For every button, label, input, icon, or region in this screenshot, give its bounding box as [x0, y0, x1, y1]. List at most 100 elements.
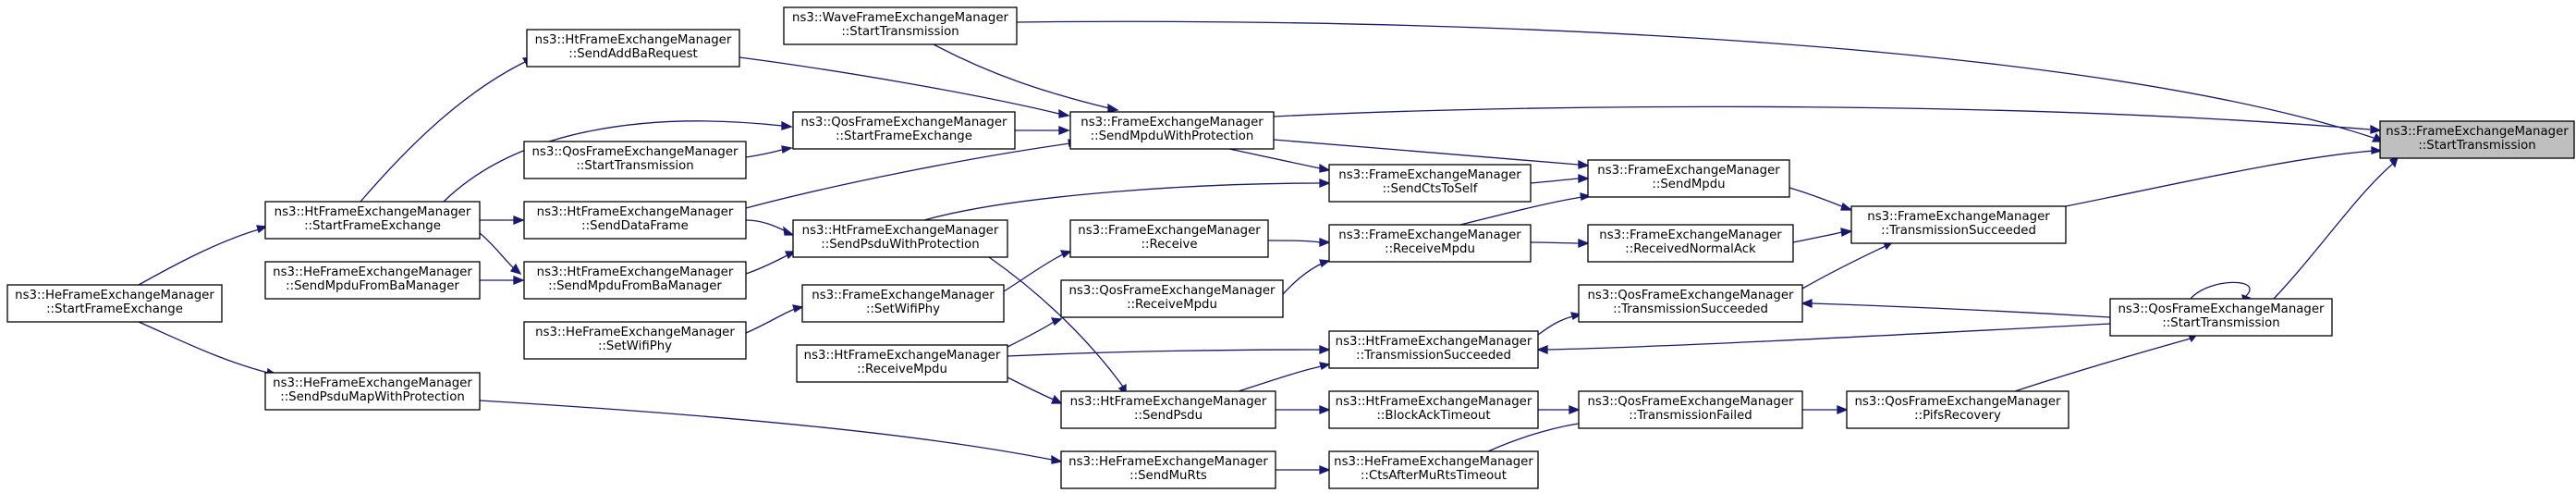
node-qos-sfe[interactable]: ns3::QosFrameExchangeManager::StartFrame…: [792, 111, 1016, 150]
node-method-label: ::ReceiveMpdu: [857, 363, 947, 376]
node-fem-ts[interactable]: ns3::FrameExchangeManager::TransmissionS…: [1850, 205, 2067, 244]
node-he-sfe[interactable]: ns3::HeFrameExchangeManager::StartFrameE…: [6, 284, 223, 323]
node-box: [526, 29, 740, 68]
node-qos-start-r[interactable]: ns3::QosFrameExchangeManager::StartTrans…: [2109, 298, 2333, 337]
node-box: [792, 219, 1008, 258]
node-method-label: ::StartFrameExchange: [836, 129, 972, 143]
edge-htsfe-htsendmpduba-arrowhead: [509, 263, 522, 276]
edge-hesendmurts-hectsmurts-arrowhead: [1319, 465, 1331, 475]
node-he-sendmpduba[interactable]: ns3::HeFrameExchangeManager::SendMpduFro…: [264, 261, 481, 300]
node-class-label: ns3::WaveFrameExchangeManager: [792, 11, 1008, 25]
edge-smwp-femsendmpdu-line: [1273, 139, 1580, 166]
node-he-psdumap[interactable]: ns3::HeFrameExchangeManager::SendPsduMap…: [264, 372, 481, 411]
node-qos-pifs[interactable]: ns3::QosFrameExchangeManager::PifsRecove…: [1846, 390, 2069, 429]
node-fem-recvack[interactable]: ns3::FrameExchangeManager::ReceivedNorma…: [1587, 224, 1794, 263]
node-ht-blockack[interactable]: ns3::HtFrameExchangeManager::BlockAckTim…: [1328, 390, 1539, 429]
node-method-label: ::SendMpduFromBaManager: [548, 279, 722, 293]
edge-wave-smwp-arrowhead: [1107, 103, 1119, 113]
node-he-ctsmurts[interactable]: ns3::HeFrameExchangeManager::CtsAfterMuR…: [1328, 450, 1539, 489]
node-box: [523, 141, 747, 179]
node-ht-sfe[interactable]: ns3::HtFrameExchangeManager::StartFrameE…: [264, 201, 481, 240]
edge-femsendcts-femsendmpdu: [1530, 174, 1590, 184]
edge-qostf-qospifs: [1802, 405, 1849, 414]
edge-htsendpsdu-htts-line: [1238, 365, 1323, 392]
node-box: [523, 201, 747, 240]
node-ht-sendpsduwp[interactable]: ns3::HtFrameExchangeManager::SendPsduWit…: [792, 219, 1008, 258]
edge-addba-smwp-line: [739, 56, 1060, 115]
node-method-label: ::SendDataFrame: [581, 219, 689, 233]
node-fem-setwifiphy[interactable]: ns3::FrameExchangeManager::SetWifiPhy: [801, 284, 1005, 323]
node-method-label: ::StartTransmission: [841, 25, 958, 39]
node-fem-smwp[interactable]: ns3::FrameExchangeManager::SendMpduWithP…: [1069, 111, 1275, 150]
node-method-label: ::StartFrameExchange: [46, 302, 183, 316]
edge-wave-smwp: [933, 43, 1119, 113]
edge-femrecvmpdu-femsendmpdu: [1459, 192, 1592, 226]
edge-qosrecvmpdu-femrecvmpdu-arrowhead: [1319, 259, 1331, 268]
edge-htrecvmpdu-qosrecvmpdu-line: [1007, 321, 1055, 348]
node-class-label: ns3::HeFrameExchangeManager: [15, 289, 214, 302]
node-ht-recvmpdu[interactable]: ns3::HtFrameExchangeManager::ReceiveMpdu: [796, 344, 1008, 383]
edge-hesfe-htsfe: [138, 225, 268, 286]
node-he-sendmurts[interactable]: ns3::HeFrameExchangeManager::SendMuRts: [1060, 450, 1276, 489]
node-qos-tf[interactable]: ns3::QosFrameExchangeManager::Transmissi…: [1578, 390, 1803, 429]
node-method-label: ::PifsRecovery: [1914, 409, 2001, 423]
node-qos-start-l[interactable]: ns3::QosFrameExchangeManager::StartTrans…: [523, 141, 747, 179]
node-target[interactable]: ns3::FrameExchangeManager::StartTransmis…: [2379, 120, 2575, 159]
edge-hesfe-hepsdumap: [138, 321, 278, 377]
edge-qosstartr-htts-arrowhead: [1536, 345, 1548, 354]
node-method-label: ::SendAddBaRequest: [568, 47, 697, 61]
call-nodes: ns3::FrameExchangeManager::StartTransmis…: [6, 6, 2575, 489]
edge-hepsdumap-hesendmurts-line: [479, 400, 1053, 461]
edge-htsfe-qossfe-arrowhead: [781, 120, 793, 130]
edge-htblockack-qostf: [1538, 405, 1581, 414]
node-method-label: ::StartTransmission: [2162, 316, 2279, 330]
node-fem-recvmpdu[interactable]: ns3::FrameExchangeManager::ReceiveMpdu: [1328, 224, 1532, 263]
edge-qosstartr-htts: [1536, 323, 2111, 354]
node-method-label: ::SendPsdu: [1134, 409, 1203, 423]
edge-femsetwifiphy-femreceive: [1003, 250, 1072, 292]
node-wave-start[interactable]: ns3::WaveFrameExchangeManager::StartTran…: [783, 6, 1018, 45]
edge-femrecvmpdu-femrecvack: [1530, 239, 1590, 248]
node-box: [1069, 219, 1269, 258]
node-class-label: ns3::QosFrameExchangeManager: [2118, 302, 2326, 316]
node-qos-ts[interactable]: ns3::QosFrameExchangeManager::Transmissi…: [1578, 284, 1803, 323]
edge-htrecvmpdu-qosrecvmpdu: [1007, 317, 1063, 348]
node-ht-sendpsdu[interactable]: ns3::HtFrameExchangeManager::SendPsdu: [1060, 390, 1276, 429]
edge-femsendmpdu-femts-arrowhead: [1840, 202, 1853, 211]
edge-femsendmpdu-femts: [1789, 187, 1853, 211]
edge-smwp-target-line: [1273, 105, 2371, 130]
node-method-label: ::TransmissionSucceeded: [1356, 349, 1511, 363]
edge-wave-target-line: [1016, 20, 2375, 139]
node-box: [1328, 330, 1539, 369]
node-box: [1328, 390, 1539, 429]
node-box: [2109, 298, 2333, 337]
node-fem-receive[interactable]: ns3::FrameExchangeManager::Receive: [1069, 219, 1269, 258]
node-fem-sendmpdu[interactable]: ns3::FrameExchangeManager::SendMpdu: [1587, 159, 1790, 198]
node-box: [6, 284, 223, 323]
node-class-label: ns3::QosFrameExchangeManager: [1069, 284, 1276, 298]
node-class-label: ns3::HtFrameExchangeManager: [537, 265, 734, 279]
node-ht-ts[interactable]: ns3::HtFrameExchangeManager::Transmissio…: [1328, 330, 1539, 369]
edge-femsendcts-femsendmpdu-line: [1530, 178, 1580, 184]
node-box: [1587, 159, 1790, 198]
edge-qos-start-target-line: [2273, 162, 2395, 300]
node-fem-sendcts[interactable]: ns3::FrameExchangeManager::SendCtsToSelf: [1328, 164, 1532, 203]
edge-hesfe-htsfe-line: [138, 228, 260, 286]
node-class-label: ns3::HtFrameExchangeManager: [535, 33, 732, 47]
edge-hesetwifiphy-femsetwifiphy: [745, 304, 804, 334]
node-box: [523, 321, 747, 360]
node-method-label: ::StartTransmission: [576, 159, 693, 173]
node-method-label: ::SendPsduWithProtection: [821, 238, 980, 252]
edge-qossfe-smwp-arrowhead: [1058, 126, 1070, 135]
node-method-label: ::SendMpdu: [1652, 178, 1725, 191]
node-he-setwifiphy[interactable]: ns3::HeFrameExchangeManager::SetWifiPhy: [523, 321, 747, 360]
node-qos-recvmpdu[interactable]: ns3::QosFrameExchangeManager::ReceiveMpd…: [1060, 279, 1284, 318]
node-method-label: ::ReceiveMpdu: [1127, 298, 1217, 312]
node-ht-sendmpduba[interactable]: ns3::HtFrameExchangeManager::SendMpduFro…: [523, 261, 747, 300]
node-ht-addba[interactable]: ns3::HtFrameExchangeManager::SendAddBaRe…: [526, 29, 740, 68]
node-ht-senddata[interactable]: ns3::HtFrameExchangeManager::SendDataFra…: [523, 201, 747, 240]
edge-qosrecvmpdu-femrecvmpdu: [1282, 259, 1331, 295]
node-box: [1578, 284, 1803, 323]
node-class-label: ns3::FrameExchangeManager: [1599, 228, 1782, 242]
